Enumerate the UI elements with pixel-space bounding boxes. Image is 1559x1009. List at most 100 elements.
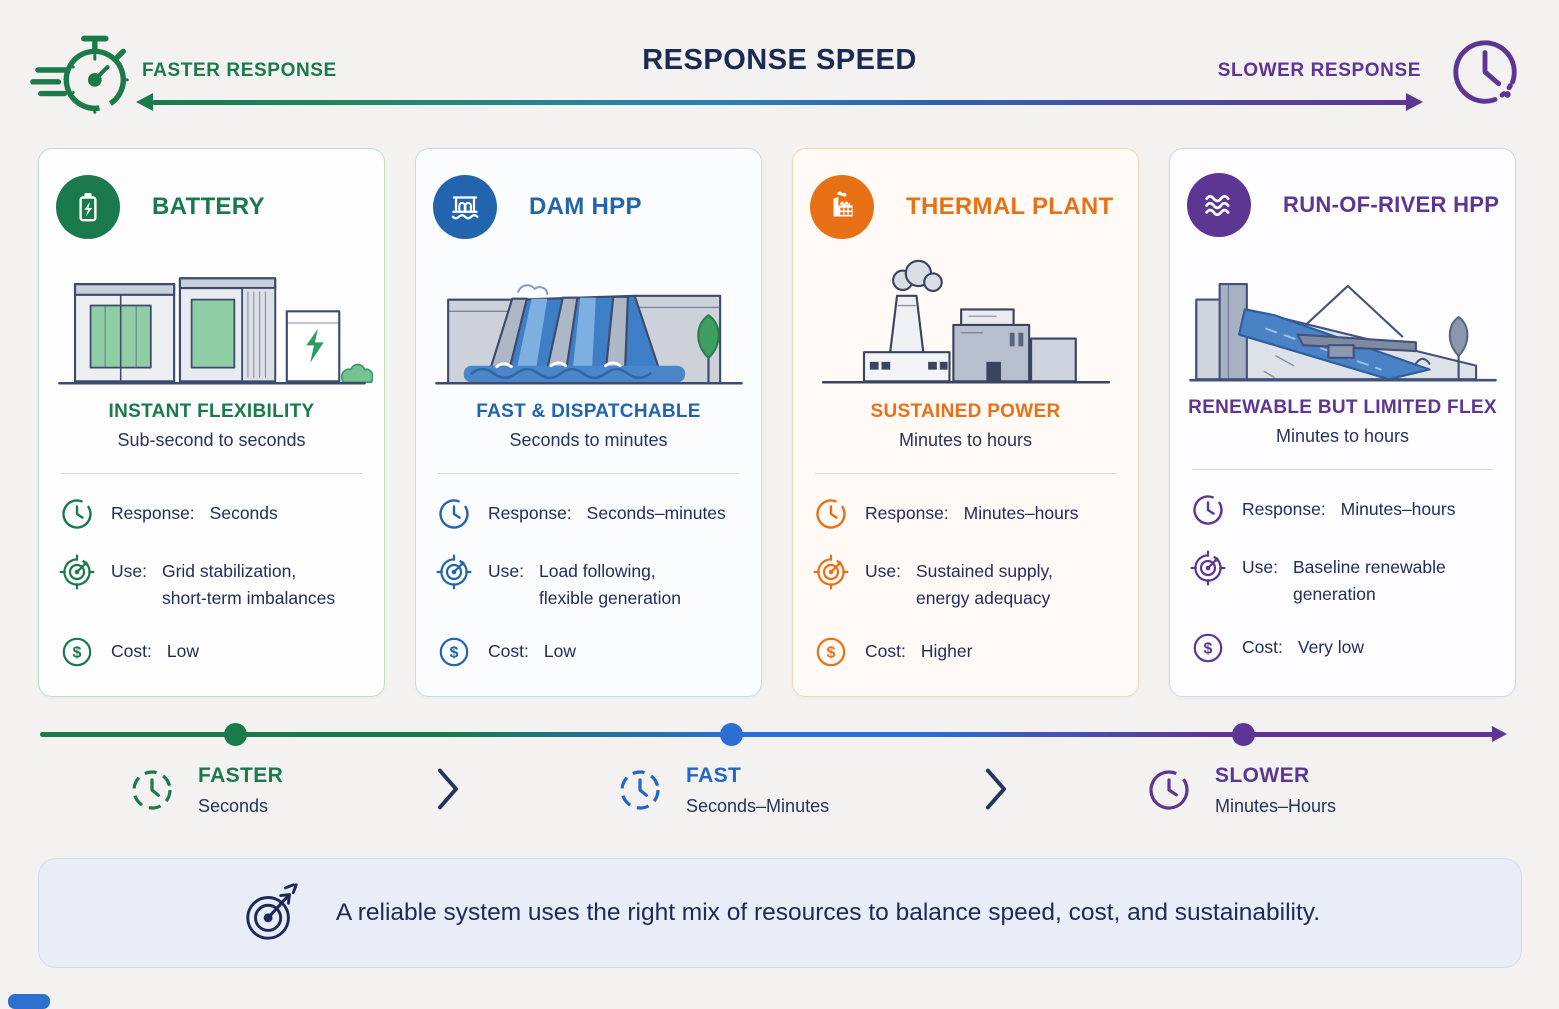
response-row: Response: Seconds–minutes <box>436 496 749 532</box>
card-subtitle: Minutes to hours <box>1275 426 1410 446</box>
cost-value: Higher <box>920 640 973 661</box>
stage-clock-icon <box>1145 766 1193 814</box>
waves-icon <box>1187 173 1251 237</box>
axis-arrowhead-left <box>136 93 153 111</box>
slower-response-label: SLOWER RESPONSE <box>1217 60 1421 81</box>
card-spec-rows: Response: Minutes–hours Use: Sustained s… <box>813 496 1126 670</box>
card-title: RUN-OF-RIVER HPP <box>1283 192 1500 217</box>
timeline-arrowhead <box>1492 726 1507 742</box>
use-row: Use: Baseline renewable generation <box>1190 550 1503 608</box>
battery-illustration <box>39 255 384 391</box>
card-title: BATTERY <box>152 192 265 220</box>
use-label: Use: <box>111 560 147 581</box>
use-label: Use: <box>1242 557 1278 577</box>
timeline-dot-fast <box>720 723 743 746</box>
faster-response-label: FASTER RESPONSE <box>142 60 337 81</box>
summary-text: A reliable system uses the right mix of … <box>335 899 1321 926</box>
use-value-line1: Baseline renewable <box>1292 557 1446 577</box>
response-value: Seconds–minutes <box>586 502 726 523</box>
card-title: DAM HPP <box>529 192 642 220</box>
cost-value: Low <box>166 640 199 661</box>
card-subtitle: Seconds to minutes <box>509 429 668 450</box>
response-row: Response: Minutes–hours <box>1190 492 1503 528</box>
stage-sublabel: Minutes–Hours <box>1215 796 1337 816</box>
page-title: RESPONSE SPEED <box>642 44 917 76</box>
response-value: Minutes–hours <box>963 502 1079 523</box>
card-tagline: SUSTAINED POWER <box>870 400 1061 422</box>
card-battery: BATTERY <box>38 148 385 697</box>
timeline-dot-faster <box>224 723 247 746</box>
cost-label: Cost: <box>111 640 152 661</box>
use-row: Use: Sustained supply, energy adequacy <box>813 554 1126 612</box>
use-row: Use: Grid stabilization, short-term imba… <box>59 554 372 612</box>
card-title: THERMAL PLANT <box>906 192 1114 220</box>
timeline-stage-faster: FASTER Seconds <box>128 764 283 817</box>
use-value-line1: Load following, <box>538 560 656 581</box>
cost-row: Cost: Very low <box>1190 630 1503 666</box>
card-tagline: FAST & DISPATCHABLE <box>476 400 701 422</box>
row-dollar-icon <box>436 634 472 670</box>
factory-icon <box>810 174 874 239</box>
row-clock-icon <box>436 496 472 532</box>
card-spec-rows: Response: Minutes–hours Use: Baseline re… <box>1190 492 1503 666</box>
summary-banner: A reliable system uses the right mix of … <box>38 858 1522 968</box>
row-dollar-icon <box>1190 630 1226 666</box>
card-header: BATTERY <box>56 173 370 241</box>
use-value-line1: Sustained supply, <box>915 560 1053 581</box>
response-label: Response: <box>488 502 572 523</box>
use-label: Use: <box>488 560 524 581</box>
card-dam-hpp: DAM HPP <box>415 148 762 697</box>
run-of-river-illustration <box>1170 251 1515 387</box>
response-label: Response: <box>865 502 949 523</box>
chevron-right-icon <box>982 766 1010 812</box>
row-dollar-icon <box>59 634 95 670</box>
card-thermal-plant: THERMAL PLANT <box>792 148 1139 697</box>
row-clock-icon <box>1190 492 1226 528</box>
use-value-line2: generation <box>1292 584 1376 604</box>
response-value: Minutes–hours <box>1340 499 1456 519</box>
divider <box>438 472 739 474</box>
timeline-stage-fast: FAST Seconds–Minutes <box>616 764 829 817</box>
use-label: Use: <box>865 560 901 581</box>
stage-clock-icon <box>128 766 176 814</box>
response-value: Seconds <box>209 502 278 523</box>
cost-value: Very low <box>1297 637 1364 657</box>
timeline-axis <box>40 732 1496 737</box>
dam-illustration <box>416 255 761 391</box>
card-spec-rows: Response: Seconds–minutes Use: Load foll… <box>436 496 749 670</box>
card-run-of-river-hpp: RUN-OF-RIVER HPP <box>1169 148 1516 697</box>
row-target-icon <box>59 554 95 590</box>
cost-label: Cost: <box>488 640 529 661</box>
card-header: THERMAL PLANT <box>810 173 1124 241</box>
row-dollar-icon <box>813 634 849 670</box>
cost-label: Cost: <box>865 640 906 661</box>
use-value-line2: short-term imbalances <box>161 587 336 608</box>
response-speed-axis <box>152 100 1414 105</box>
response-row: Response: Minutes–hours <box>813 496 1126 532</box>
stage-clock-icon <box>616 766 664 814</box>
thermal-plant-illustration <box>793 255 1138 391</box>
resource-cards: BATTERY <box>38 148 1516 697</box>
cost-row: Cost: Higher <box>813 634 1126 670</box>
row-target-icon <box>1190 550 1226 586</box>
divider <box>1192 469 1493 470</box>
card-tagline: RENEWABLE BUT LIMITED FLEX <box>1188 397 1497 418</box>
stage-sublabel: Seconds–Minutes <box>686 796 830 816</box>
axis-arrowhead-right <box>1406 93 1423 111</box>
divider <box>61 472 362 474</box>
stage-label: SLOWER <box>1215 764 1310 787</box>
stage-label: FASTER <box>198 764 284 787</box>
use-value-line1: Grid stabilization, <box>161 560 297 581</box>
timeline-dot-slower <box>1232 723 1255 746</box>
stage-sublabel: Seconds <box>198 796 269 816</box>
card-subtitle: Minutes to hours <box>898 429 1033 450</box>
response-label: Response: <box>111 502 195 523</box>
use-value-line2: flexible generation <box>538 587 682 608</box>
use-row: Use: Load following, flexible generation <box>436 554 749 612</box>
response-row: Response: Seconds <box>59 496 372 532</box>
stage-label: FAST <box>686 764 742 787</box>
card-tagline: INSTANT FLEXIBILITY <box>108 400 315 422</box>
card-subtitle: Sub-second to seconds <box>117 429 306 450</box>
divider <box>815 472 1116 474</box>
